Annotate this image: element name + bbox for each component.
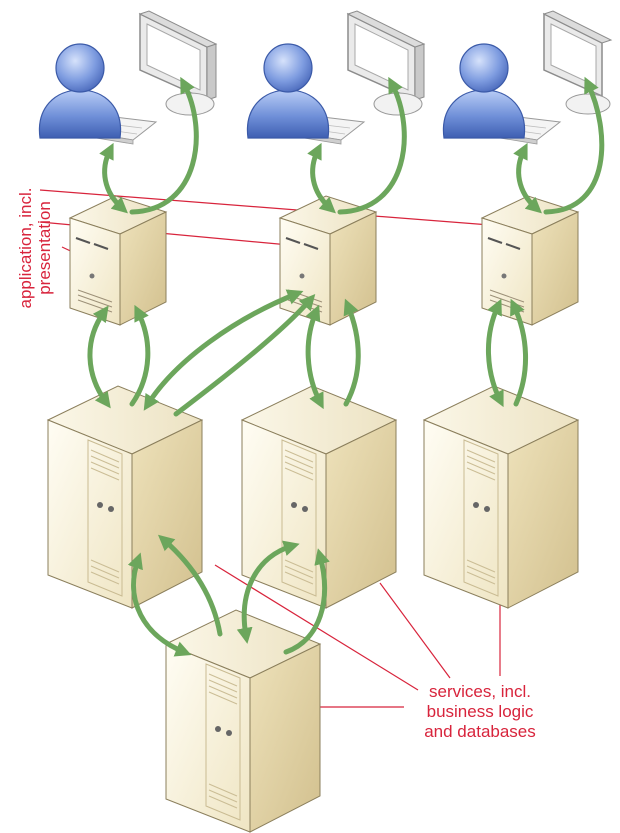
arrow-app1-to-service1-b <box>129 304 151 407</box>
arrow-service1-to-service4-b <box>157 534 223 637</box>
app-server-1 <box>68 195 168 326</box>
arrow-user3-to-app3 <box>513 142 542 214</box>
application-label-line-1: application, incl. <box>16 187 35 309</box>
service-server-3 <box>422 385 580 609</box>
arrow-user1-to-app1 <box>99 142 128 214</box>
arrow-service2-to-service4-b <box>283 548 330 655</box>
arrow-app2-to-service2-a <box>305 304 324 410</box>
app-server-icon <box>480 195 580 326</box>
workstation-1 <box>38 10 218 145</box>
connection-arrows <box>87 76 605 657</box>
arrow-app3-to-service3-b <box>510 298 529 407</box>
arrow-app3-to-monitor3 <box>543 76 605 215</box>
service-server-icon <box>422 385 580 609</box>
service-server-icon <box>240 385 398 609</box>
application-label-line-2: presentation <box>35 201 54 295</box>
monitor-icon <box>542 10 613 115</box>
service-annotation-line-2 <box>379 582 451 679</box>
user-icon <box>38 43 122 139</box>
services-label-line-1: services, incl. <box>428 682 532 701</box>
arrow-app1-to-monitor1 <box>129 76 199 215</box>
workstation-2 <box>246 10 426 145</box>
monitor-icon <box>346 10 426 116</box>
arrow-service1-to-service4-a <box>127 552 192 657</box>
service-server-icon <box>164 609 322 833</box>
arrow-user2-to-app2 <box>307 142 336 214</box>
application-label: application, incl. presentation <box>0 163 70 333</box>
service-server-icon <box>46 385 204 609</box>
arrow-app2-to-service1-b <box>173 293 316 417</box>
user-icon <box>442 43 526 139</box>
app-server-3 <box>480 195 580 326</box>
arrow-app2-to-service2-b <box>343 298 361 407</box>
service-server-1 <box>46 385 204 609</box>
arrow-app2-to-monitor2 <box>337 76 407 215</box>
app-server-2 <box>278 195 378 326</box>
arrow-service2-to-service4-a <box>236 540 300 644</box>
app-server-icon <box>68 195 168 326</box>
service-server-4 <box>164 609 322 833</box>
service-server-2 <box>240 385 398 609</box>
services-label-line-3: and databases <box>424 722 536 741</box>
arrow-app2-to-service1-a <box>143 289 304 411</box>
arrow-app1-to-service1-a <box>87 305 111 409</box>
services-label-line-2: business logic <box>426 702 534 721</box>
app-server-icon <box>278 195 378 326</box>
workstation-3 <box>442 10 613 145</box>
services-label: services, incl. business logic and datab… <box>400 682 560 742</box>
arrow-app3-to-service3-a <box>485 298 504 408</box>
monitor-icon <box>138 10 218 116</box>
user-icon <box>246 43 330 139</box>
